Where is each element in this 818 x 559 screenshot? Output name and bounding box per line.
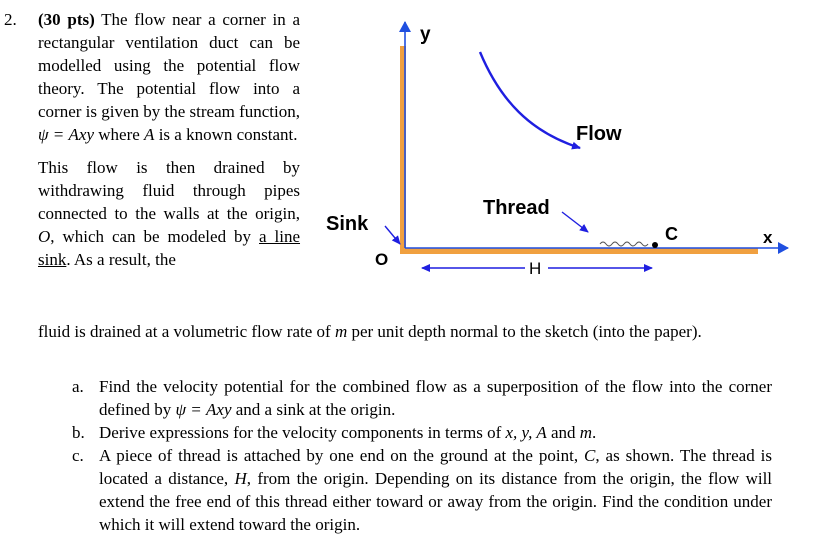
part-b-label: b. <box>72 423 85 442</box>
part-c-label: c. <box>72 446 84 465</box>
flow-rate-m: m <box>334 322 348 341</box>
point-c-dot <box>652 242 658 248</box>
part-c-math2: H <box>234 469 247 488</box>
intro-text-1-end: is a known constant. <box>158 125 298 144</box>
part-a-label: a. <box>72 377 84 396</box>
part-b-math2: m <box>579 423 593 442</box>
origin-label: O <box>375 250 388 269</box>
sink-label: Sink <box>326 213 369 235</box>
flow-label: Flow <box>576 123 622 145</box>
part-c-math: C <box>584 446 596 465</box>
part-a-math: ψ = Axy <box>175 400 232 419</box>
intro-text-1-tail: where <box>98 125 140 144</box>
ground-wall <box>400 248 758 254</box>
y-axis-label: y <box>420 24 431 45</box>
part-b-pre: Derive expressions for the velocity comp… <box>99 423 502 442</box>
part-c: c. A piece of thread is attached by one … <box>72 444 772 536</box>
points-label: (30 pts) <box>38 10 95 29</box>
origin-var: O <box>38 227 51 246</box>
thread-pointer <box>561 211 589 233</box>
problem-number: 2. <box>4 10 17 29</box>
part-b-post: . <box>592 423 597 442</box>
part-c-pre: A piece of thread is attached by one end… <box>99 446 579 465</box>
part-c-post2: , from the origin. Depending on its dist… <box>99 469 773 534</box>
c-label: C <box>665 224 678 244</box>
full-text-a: fluid is drained at a volumetric flow ra… <box>38 322 331 341</box>
intro-text-2c: . As a result, the <box>66 250 176 269</box>
problem-intro: (30 pts) The flow near a corner in a rec… <box>38 8 300 271</box>
part-a-post: and a sink at the origin. <box>235 400 396 419</box>
full-text-b: per unit depth normal to the sketch (int… <box>351 322 702 341</box>
intro-text-2b: , which can be modeled by <box>50 227 252 246</box>
vertical-wall <box>400 46 406 252</box>
part-b-math: x, y, A <box>505 423 547 442</box>
flow-arrow <box>478 51 581 150</box>
part-a-text: Find the velocity potential for the comb… <box>99 375 772 421</box>
thread-label: Thread <box>483 197 550 219</box>
part-b-mid: and <box>550 423 576 442</box>
part-b-text: Derive expressions for the velocity comp… <box>99 421 772 444</box>
intro-text-2a: This flow is then drained by withdrawing… <box>38 158 300 223</box>
x-axis-label: x <box>763 228 773 247</box>
line-sink-term: a line sink <box>38 227 301 269</box>
thread-squiggle <box>599 241 649 247</box>
corner-flow-diagram: y x Flow Thread Sink O C H <box>326 21 789 278</box>
sink-pointer <box>384 225 401 245</box>
h-label: H <box>529 259 541 278</box>
part-a: a. Find the velocity potential for the c… <box>72 375 772 421</box>
constant-A: A <box>144 125 155 144</box>
intro-paragraph-1: (30 pts) The flow near a corner in a rec… <box>38 8 300 146</box>
stream-function: ψ = Axy <box>38 125 95 144</box>
continuation-text: fluid is drained at a volumetric flow ra… <box>38 320 773 343</box>
part-c-post: , as shown. The thread is located a dist… <box>99 446 772 488</box>
part-b: b. Derive expressions for the velocity c… <box>72 421 772 444</box>
part-c-text: A piece of thread is attached by one end… <box>99 444 772 536</box>
part-a-pre: Find the velocity potential for the comb… <box>99 377 772 419</box>
intro-text-1: The flow near a corner in a rectangular … <box>38 10 301 121</box>
problem-parts: a. Find the velocity potential for the c… <box>72 375 772 536</box>
intro-paragraph-2: This flow is then drained by withdrawing… <box>38 156 300 271</box>
